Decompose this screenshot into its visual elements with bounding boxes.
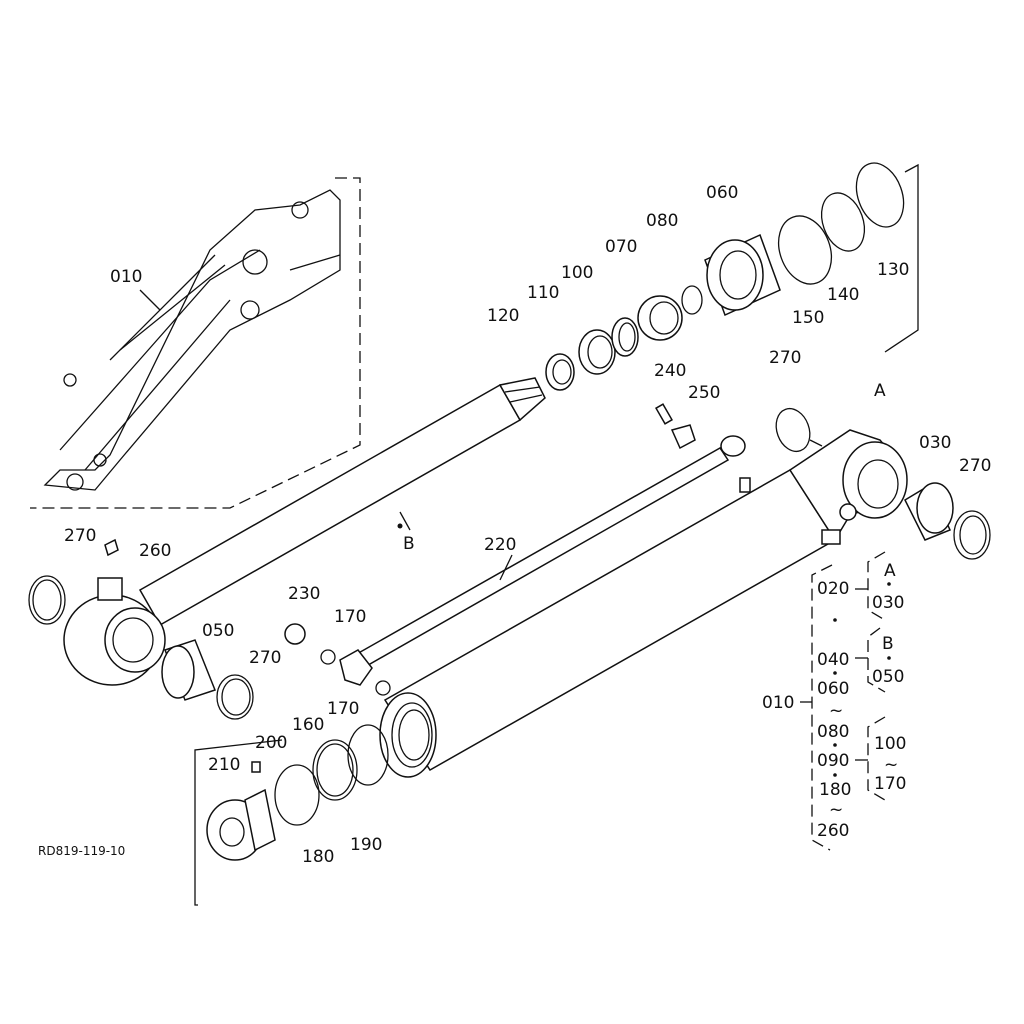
- legend-item: 020: [817, 579, 849, 599]
- callout-170: 170: [334, 607, 366, 627]
- callout-270: 270: [959, 456, 991, 476]
- tilde-icon: ~: [884, 755, 898, 775]
- lower-parts: [28, 538, 391, 906]
- callout-190: 190: [350, 835, 382, 855]
- callout-170: 170: [327, 699, 359, 719]
- callout-A: A: [874, 381, 886, 401]
- callout-070: 070: [605, 237, 637, 257]
- callout-120: 120: [487, 306, 519, 326]
- callout-160: 160: [292, 715, 324, 735]
- tilde-icon: ~: [829, 701, 843, 721]
- legend-assembly: 010: [762, 693, 794, 713]
- legend-item: 260: [817, 821, 849, 841]
- legend-group-a-item: 030: [872, 593, 904, 613]
- callouts: 060 080 070 100 110 120 150 140 130 270 …: [38, 183, 991, 867]
- callout-B: B: [403, 534, 415, 554]
- callout-240: 240: [654, 361, 686, 381]
- callout-100: 100: [561, 263, 593, 283]
- legend-item: 090: [817, 751, 849, 771]
- legend: 010 020 040 060 ~ 080 090 180 ~ 260 A 03…: [762, 551, 906, 851]
- callout-210: 210: [208, 755, 240, 775]
- callout-200: 200: [255, 733, 287, 753]
- callout-220: 220: [484, 535, 516, 555]
- callout-270: 270: [249, 648, 281, 668]
- callout-060: 060: [706, 183, 738, 203]
- callout-250: 250: [688, 383, 720, 403]
- callout-030: 030: [919, 433, 951, 453]
- legend-item: 080: [817, 722, 849, 742]
- callout-180: 180: [302, 847, 334, 867]
- callout-150: 150: [792, 308, 824, 328]
- diagram-code: RD819-119-10: [38, 844, 125, 858]
- callout-230: 230: [288, 584, 320, 604]
- legend-group-a-label: A: [884, 561, 896, 581]
- callout-080: 080: [646, 211, 678, 231]
- legend-group-b-label: B: [882, 634, 894, 654]
- pipe: [339, 435, 751, 686]
- callout-110: 110: [527, 283, 559, 303]
- legend-group-c-from: 100: [874, 734, 906, 754]
- callout-260: 260: [139, 541, 171, 561]
- legend-item: 060: [817, 679, 849, 699]
- callout-050: 050: [202, 621, 234, 641]
- callout-270: 270: [769, 348, 801, 368]
- cylinder-tube: [379, 429, 908, 778]
- boom-inset: 010: [30, 177, 361, 509]
- legend-group-c-to: 170: [874, 774, 906, 794]
- callout-130: 130: [877, 260, 909, 280]
- legend-group-b-item: 050: [872, 667, 904, 687]
- head-parts: [545, 162, 991, 560]
- callout-140: 140: [827, 285, 859, 305]
- piston-rod: [63, 377, 546, 686]
- legend-item: 040: [817, 650, 849, 670]
- callout-270: 270: [64, 526, 96, 546]
- tilde-icon: ~: [829, 800, 843, 820]
- legend-item: 180: [819, 780, 851, 800]
- callout-010: 010: [110, 267, 142, 287]
